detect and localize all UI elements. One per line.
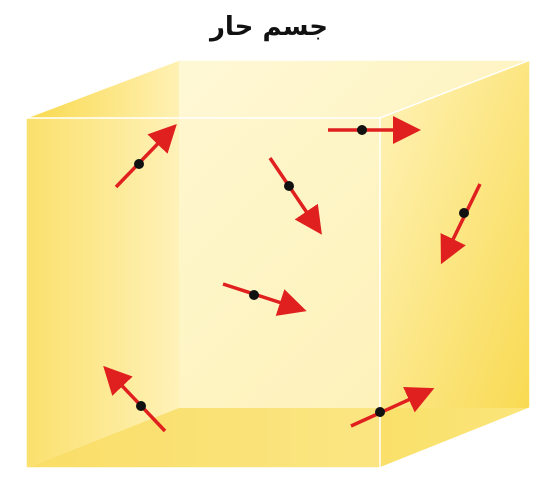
- particle-dot: [136, 401, 146, 411]
- particle-dot: [249, 290, 259, 300]
- particle-dot: [357, 125, 367, 135]
- particle-dot: [134, 159, 144, 169]
- particle-dot: [375, 407, 385, 417]
- cube-front-face: [26, 118, 380, 468]
- cube-right-face: [380, 60, 530, 468]
- particle-dot: [459, 208, 469, 218]
- particle-dot: [284, 181, 294, 191]
